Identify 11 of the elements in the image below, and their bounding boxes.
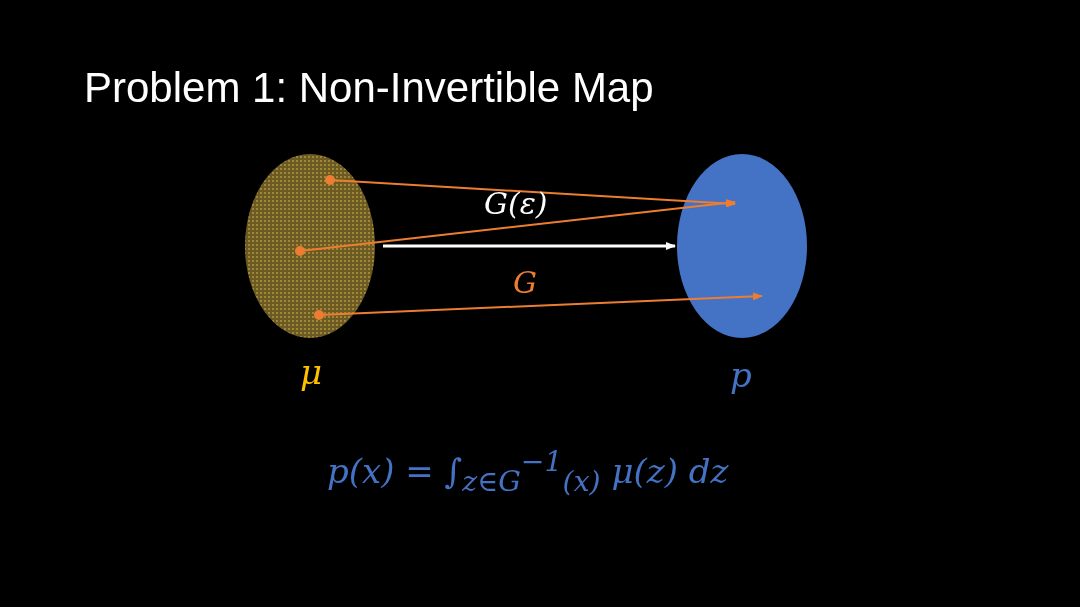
label-text: G [513,265,537,300]
sample-point [314,310,324,320]
slide-title: Problem 1: Non-Invertible Map [84,64,654,112]
node-caption: p [730,355,752,395]
sample-point [295,246,305,256]
distribution-ellipse [677,154,807,338]
sample-point [325,175,335,185]
arrow [383,242,676,250]
label-text: G(ε) [484,186,548,221]
distribution-ellipse [245,154,375,338]
node-caption: μ [300,352,323,392]
